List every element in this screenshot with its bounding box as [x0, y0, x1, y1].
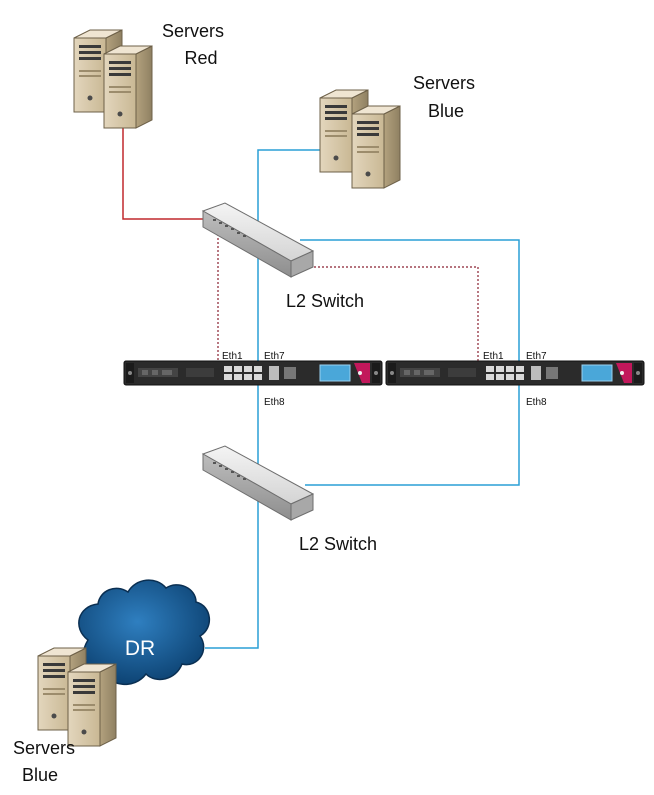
- link-servers-blue-to-left-eth7: [257, 149, 322, 372]
- servers-red-label-line2: Red: [184, 48, 217, 68]
- switch-bottom-label: L2 Switch: [299, 534, 377, 554]
- cloud-icon: [78, 579, 210, 685]
- l2-switch-top: L2 Switch: [202, 202, 364, 311]
- l2-switch-bottom: L2 Switch: [202, 445, 377, 554]
- appliance-chassis-icon: [385, 360, 645, 386]
- server-icon: [67, 663, 117, 747]
- servers-blue-top-label-line2: Blue: [428, 101, 464, 121]
- link-switch-to-right-eth1: [302, 266, 479, 372]
- appliance-right: Eth1 Eth7 Eth8: [385, 351, 645, 408]
- switch-top-label: L2 Switch: [286, 291, 364, 311]
- link-left-eth8-to-dr: [205, 385, 259, 649]
- left-eth1-label: Eth1: [222, 351, 243, 362]
- dr-cloud: DR: [78, 579, 210, 685]
- server-icon: [351, 105, 401, 189]
- servers-blue-bottom-group: Servers Blue: [13, 647, 117, 785]
- left-eth8-label: Eth8: [264, 397, 285, 408]
- dr-label: DR: [125, 637, 155, 660]
- link-switch-to-right-eth7: [300, 239, 520, 372]
- servers-red-group: Servers Red: [73, 21, 224, 129]
- servers-blue-bottom-label-line1: Servers: [13, 738, 75, 758]
- servers-blue-top-group: Servers Blue: [319, 73, 475, 189]
- right-eth1-label: Eth1: [483, 351, 504, 362]
- appliance-chassis-icon: [123, 360, 383, 386]
- servers-red-label-line1: Servers: [162, 21, 224, 41]
- link-servers-red-to-switch: [122, 128, 205, 220]
- servers-blue-top-label-line1: Servers: [413, 73, 475, 93]
- appliance-left: Eth1 Eth7 Eth8: [123, 351, 383, 408]
- right-eth8-label: Eth8: [526, 397, 547, 408]
- right-eth7-label: Eth7: [526, 351, 547, 362]
- link-right-eth8-to-switch: [305, 385, 520, 486]
- servers-blue-bottom-label-line2: Blue: [22, 765, 58, 785]
- left-eth7-label: Eth7: [264, 351, 285, 362]
- server-icon: [103, 45, 153, 129]
